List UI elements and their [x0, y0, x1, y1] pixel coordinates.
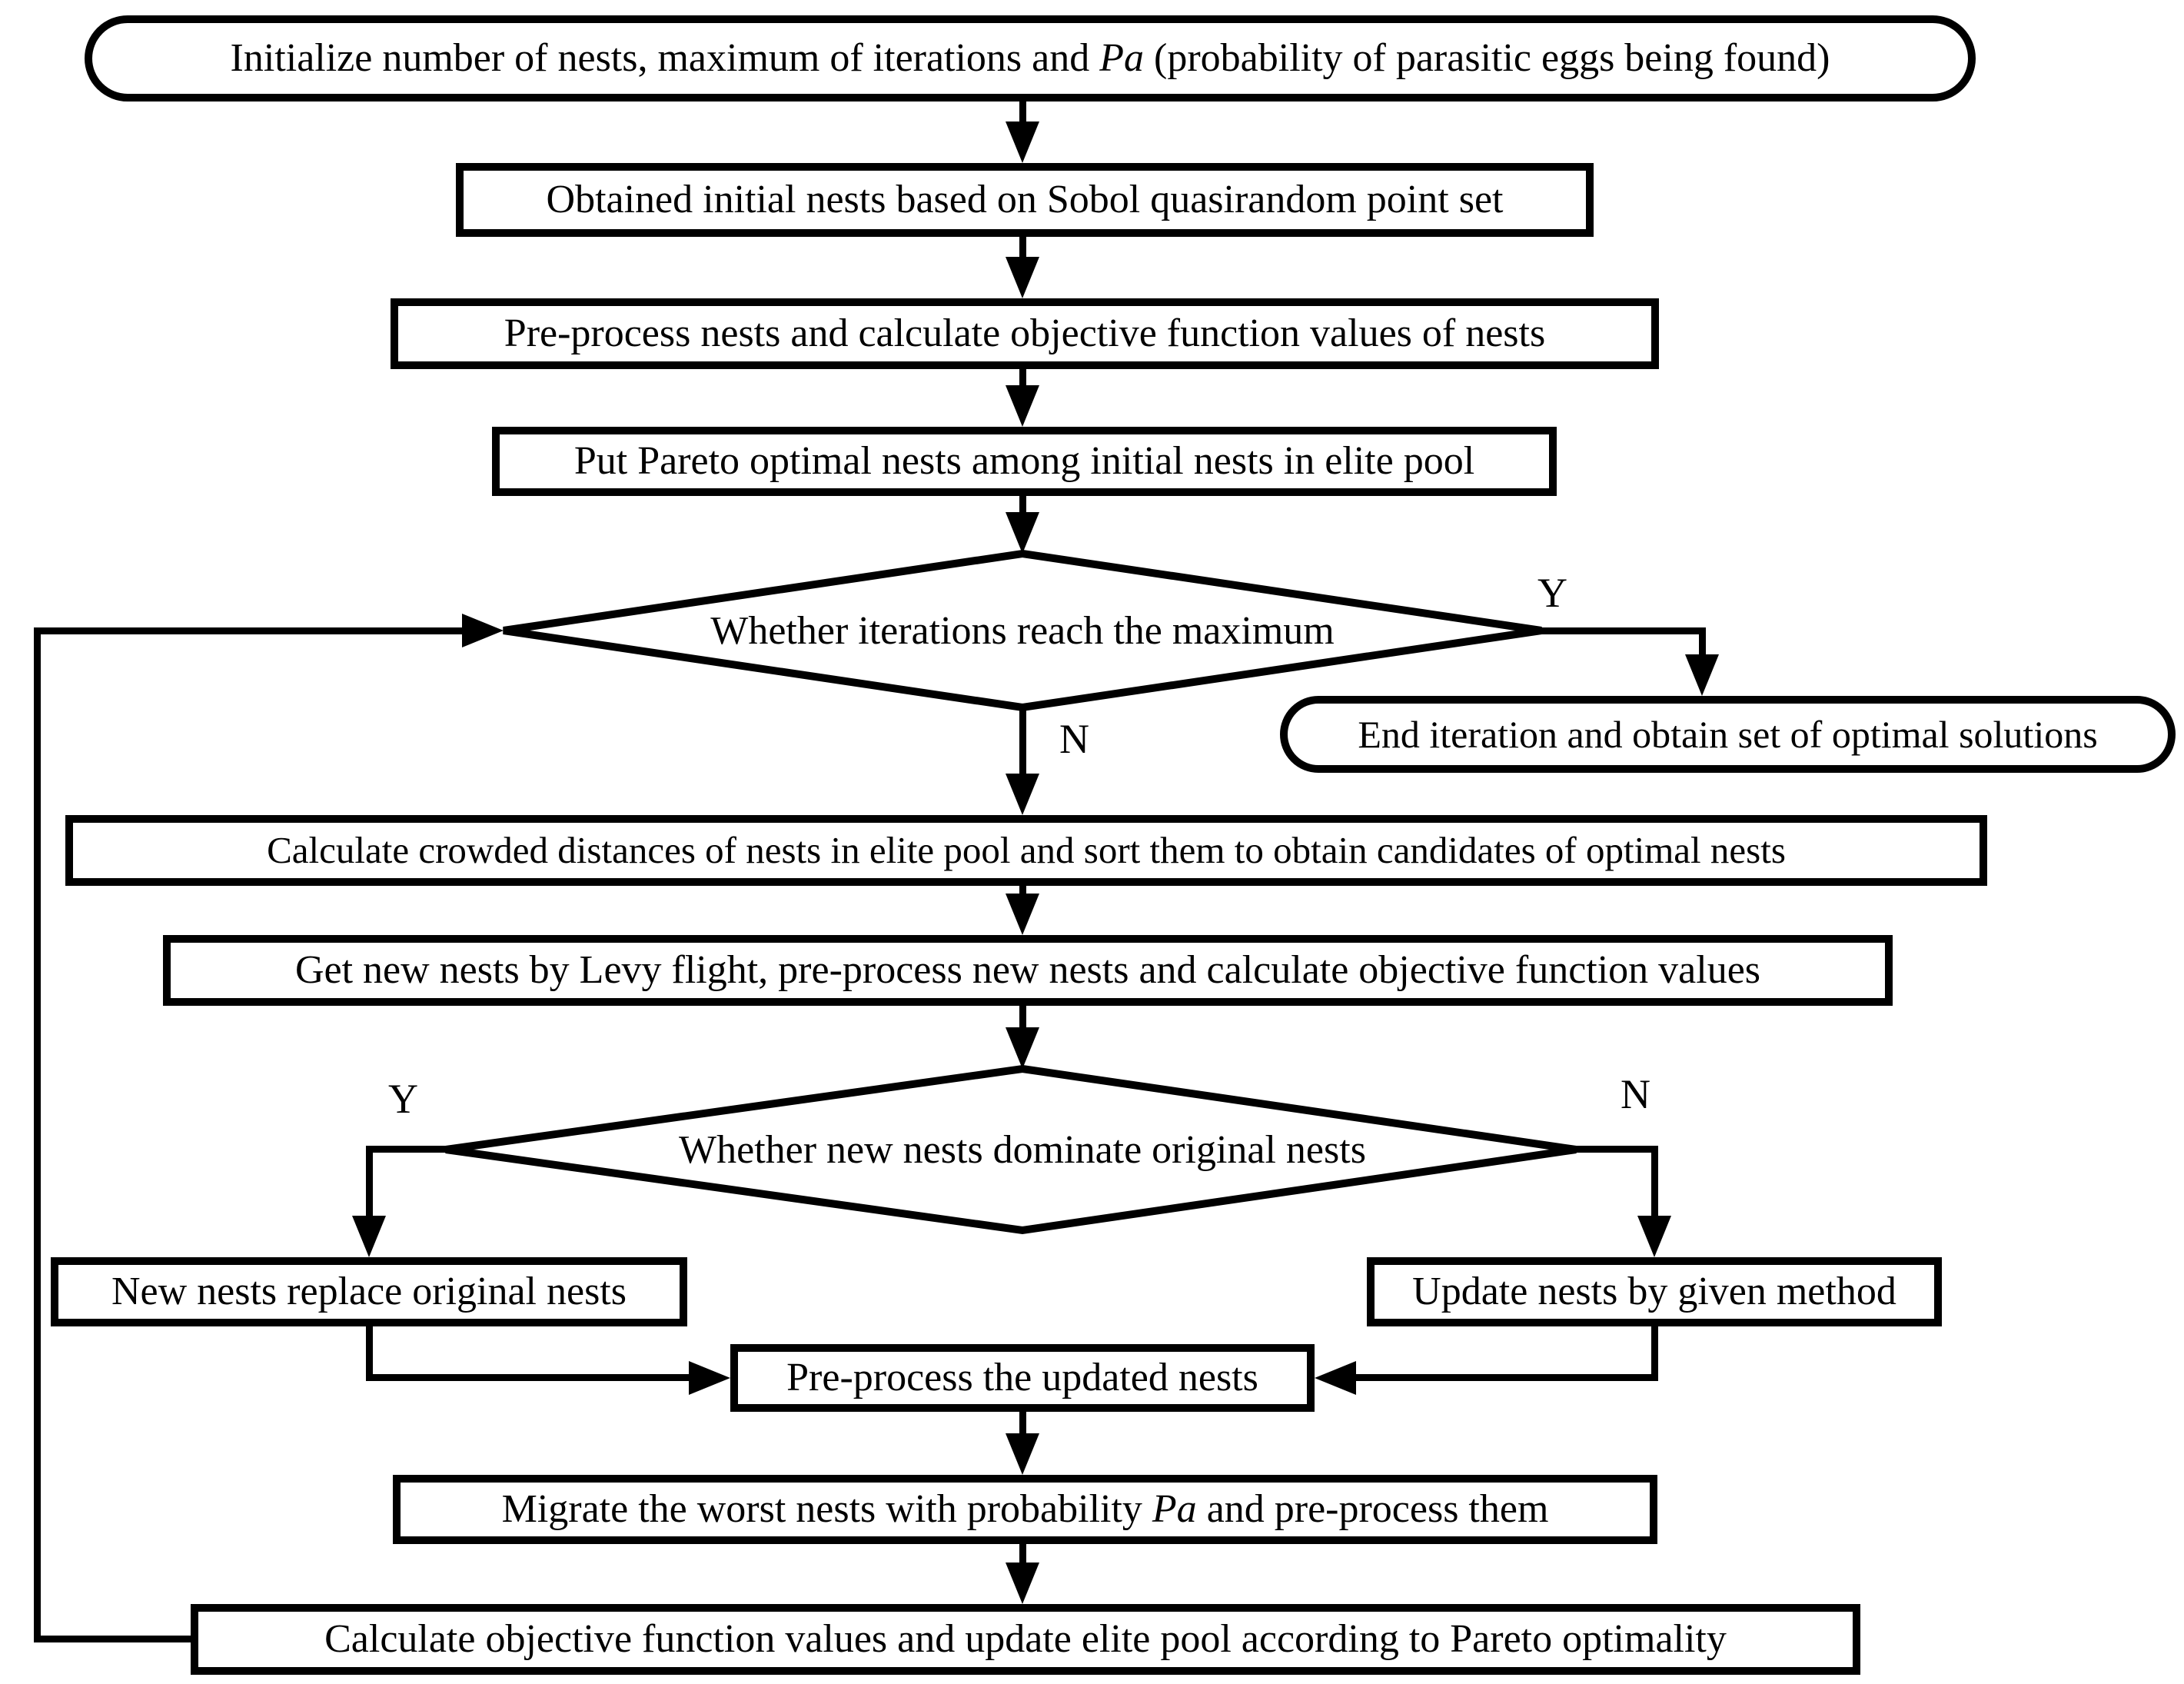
node-crowded-distance: Calculate crowded distances of nests in …: [65, 815, 1987, 886]
edge-iteration-no-line: [1019, 704, 1026, 777]
edge-replace-preprocess-hline: [366, 1374, 695, 1381]
node-update-method-label: Update nests by given method: [1412, 1270, 1896, 1314]
edge-replace-preprocess-vline: [366, 1326, 373, 1381]
edge-label-dominate-yes: Y: [388, 1076, 418, 1122]
edge-levy-dominate-arrowhead: [1006, 1027, 1039, 1069]
node-end: End iteration and obtain set of optimal …: [1280, 696, 2176, 773]
edge-sobol-preprocess-arrowhead: [1006, 257, 1039, 298]
edge-dominate-yes-hline: [366, 1146, 452, 1153]
edge-update-preprocess-arrowhead: [1315, 1361, 1356, 1395]
edge-label-dominate-no: N: [1621, 1071, 1650, 1117]
node-update-elite-label: Calculate objective function values and …: [324, 1617, 1727, 1662]
decision-dominate-check-shape: [445, 1064, 1577, 1235]
edge-label-iteration-no: N: [1059, 716, 1089, 762]
node-update-method: Update nests by given method: [1367, 1257, 1942, 1326]
edge-iteration-yes-vline: [1699, 627, 1706, 661]
node-sobol: Obtained initial nests based on Sobol qu…: [456, 163, 1594, 237]
node-update-elite: Calculate objective function values and …: [191, 1604, 1860, 1675]
edge-iteration-yes-hline: [1541, 627, 1706, 634]
edge-init-sobol-line: [1019, 100, 1026, 126]
edge-levy-dominate-line: [1019, 1004, 1026, 1030]
edge-feedback-top-hline: [34, 627, 466, 634]
edge-feedback-bottom-hline: [34, 1636, 192, 1642]
edge-sobol-preprocess-line: [1019, 235, 1026, 260]
edge-dominate-yes-arrowhead: [352, 1216, 386, 1257]
edge-preprocess-migrate-line: [1019, 1410, 1026, 1436]
node-migrate: Migrate the worst nests with probability…: [393, 1475, 1657, 1544]
edge-preprocess-migrate-arrowhead: [1006, 1433, 1039, 1475]
decision-dominate-check-label: Whether new nests dominate original nest…: [679, 1127, 1366, 1172]
edge-iteration-yes-arrowhead: [1685, 654, 1719, 696]
edge-replace-preprocess-arrowhead: [689, 1361, 730, 1395]
edge-dominate-no-arrowhead: [1637, 1216, 1671, 1257]
edge-elite-iteration-line: [1019, 494, 1026, 518]
edge-preprocess-elite-arrowhead: [1006, 385, 1039, 427]
node-end-label: End iteration and obtain set of optimal …: [1358, 712, 2098, 756]
edge-iteration-no-arrowhead: [1006, 774, 1039, 815]
edge-crowded-levy-arrowhead: [1006, 894, 1039, 935]
node-init: Initialize number of nests, maximum of i…: [85, 15, 1976, 102]
edge-dominate-yes-vline: [366, 1146, 373, 1219]
node-replace-nests: New nests replace original nests: [51, 1257, 687, 1326]
decision-iteration-check-label: Whether iterations reach the maximum: [710, 608, 1335, 653]
edge-label-iteration-yes: Y: [1537, 570, 1567, 616]
edge-migrate-elite-line: [1019, 1543, 1026, 1566]
node-preprocess-initial-label: Pre-process nests and calculate objectiv…: [504, 311, 1546, 356]
node-migrate-label: Migrate the worst nests with probability…: [501, 1487, 1549, 1532]
edge-update-preprocess-vline: [1651, 1326, 1658, 1381]
edge-init-sobol-arrowhead: [1006, 121, 1039, 163]
edge-migrate-elite-arrowhead: [1006, 1563, 1039, 1604]
edge-dominate-no-hline: [1574, 1146, 1658, 1153]
edge-crowded-levy-line: [1019, 884, 1026, 897]
node-elite-pool-label: Put Pareto optimal nests among initial n…: [573, 439, 1475, 484]
edge-elite-iteration-arrowhead: [1006, 512, 1039, 554]
node-preprocess-initial: Pre-process nests and calculate objectiv…: [391, 298, 1659, 369]
edge-dominate-no-vline: [1651, 1146, 1658, 1219]
edge-feedback-vline: [34, 627, 41, 1642]
node-levy-flight-label: Get new nests by Levy flight, pre-proces…: [294, 948, 1761, 993]
node-preprocess-updated-label: Pre-process the updated nests: [786, 1356, 1258, 1400]
edge-preprocess-elite-line: [1019, 368, 1026, 389]
node-sobol-label: Obtained initial nests based on Sobol qu…: [546, 178, 1504, 222]
edge-feedback-arrowhead: [462, 614, 504, 647]
node-init-label: Initialize number of nests, maximum of i…: [230, 36, 1830, 81]
node-replace-nests-label: New nests replace original nests: [111, 1270, 627, 1314]
node-preprocess-updated: Pre-process the updated nests: [730, 1344, 1315, 1412]
edge-update-preprocess-hline: [1351, 1374, 1658, 1381]
node-elite-pool: Put Pareto optimal nests among initial n…: [492, 427, 1557, 496]
node-crowded-distance-label: Calculate crowded distances of nests in …: [267, 829, 1786, 872]
node-levy-flight: Get new nests by Levy flight, pre-proces…: [163, 935, 1893, 1006]
